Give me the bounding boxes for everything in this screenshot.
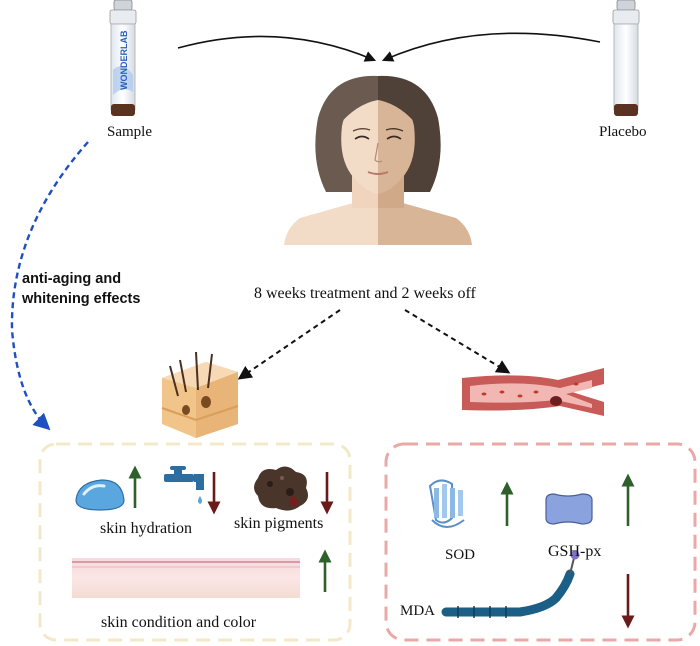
blood-vessel-icon bbox=[462, 368, 604, 416]
treatment-to-vessel-arrow bbox=[404, 309, 511, 374]
vial-brand-text: WONDERLAB bbox=[119, 30, 129, 90]
sample-to-face-arrow bbox=[177, 35, 377, 62]
treatment-label: 8 weeks treatment and 2 weeks off bbox=[254, 285, 476, 302]
skin-pigments-label: skin pigments bbox=[234, 515, 324, 532]
face-illustration-icon bbox=[284, 75, 472, 245]
faucet-icon bbox=[164, 466, 204, 504]
gsh-px-icon bbox=[545, 493, 593, 525]
skin-condition-label: skin condition and color bbox=[101, 614, 257, 631]
placebo-vial-icon bbox=[612, 0, 640, 116]
effects-dashed-arrow bbox=[10, 141, 89, 431]
placebo-to-face-arrow bbox=[381, 32, 601, 62]
mda-chain-icon bbox=[441, 550, 580, 618]
skin-section-icon bbox=[161, 351, 239, 438]
treatment-to-skin-arrow bbox=[237, 309, 341, 380]
sample-label: Sample bbox=[107, 124, 152, 140]
sod-label: SOD bbox=[445, 547, 476, 563]
effects-label: anti-aging and whitening effects bbox=[22, 269, 140, 309]
effects-label-line2: whitening effects bbox=[22, 291, 141, 307]
skin-hydration-label: skin hydration bbox=[100, 520, 192, 537]
skin-layer-strip bbox=[72, 558, 300, 598]
placebo-label: Placebo bbox=[599, 124, 647, 140]
blood-markers-box bbox=[384, 442, 697, 642]
effects-label-line1: anti-aging and bbox=[22, 271, 122, 287]
water-bubble-icon bbox=[75, 479, 125, 511]
sample-vial-icon: WONDERLAB bbox=[109, 0, 137, 116]
skin-pigment-icon bbox=[254, 466, 308, 511]
mda-label: MDA bbox=[400, 603, 436, 619]
skin-effects-box bbox=[38, 442, 352, 642]
gsh-px-label: GSH-px bbox=[548, 543, 602, 560]
sod-protein-icon bbox=[428, 479, 465, 528]
